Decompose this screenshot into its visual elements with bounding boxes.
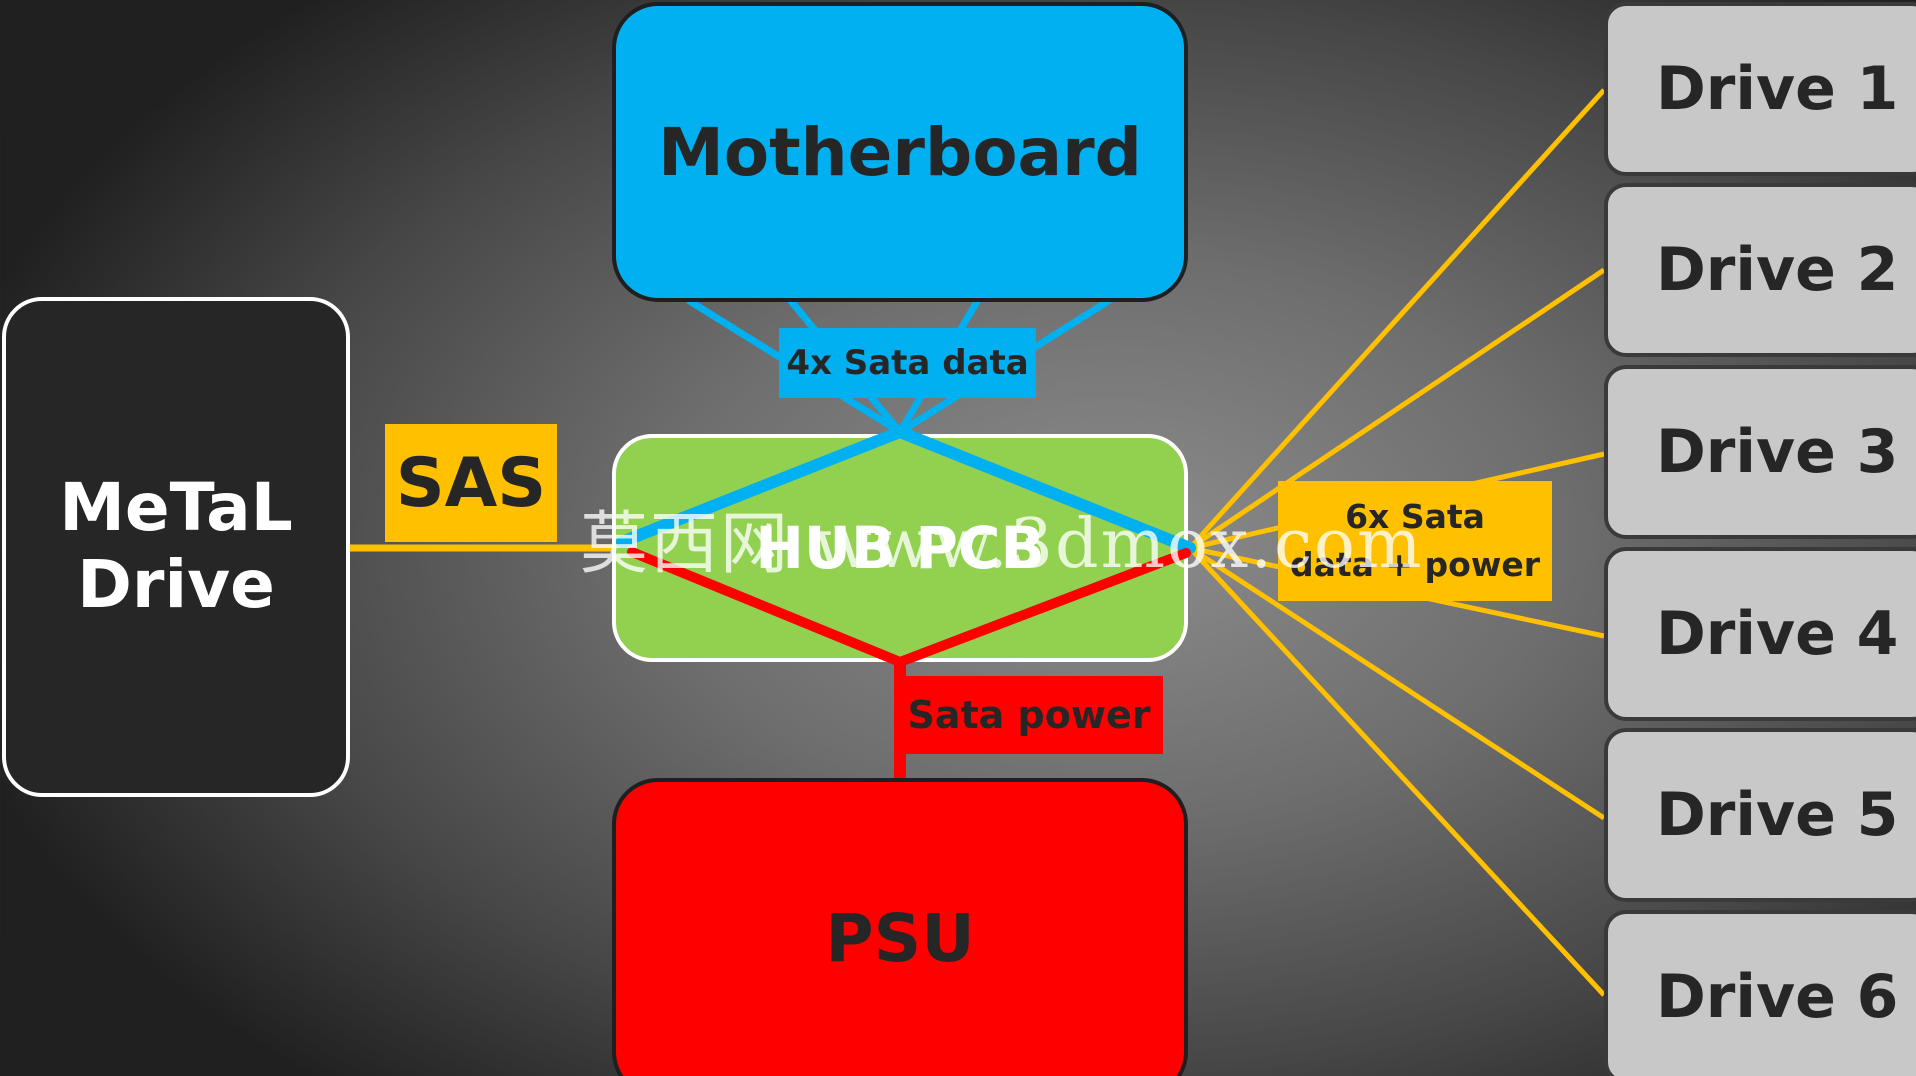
sata-drive-cables-label: 6x Sata data + power [1278, 481, 1552, 601]
drive-5-label: Drive 5 [1656, 780, 1899, 850]
metal-drive-label-line2: Drive [77, 546, 275, 623]
drive-6-label: Drive 6 [1656, 962, 1899, 1032]
drive-3-label: Drive 3 [1656, 417, 1899, 487]
metal-drive-box: MeTaL Drive [2, 297, 350, 797]
drive-5-box: Drive 5 [1604, 728, 1916, 902]
drive-2-label: Drive 2 [1656, 235, 1899, 305]
sata-drive-cables-label-line1: 6x Sata [1345, 497, 1485, 537]
drive-4-box: Drive 4 [1604, 547, 1916, 721]
sas-label-text: SAS [395, 443, 547, 523]
motherboard-label: Motherboard [658, 113, 1142, 191]
drive-3-box: Drive 3 [1604, 365, 1916, 539]
motherboard-box: Motherboard [612, 2, 1188, 302]
psu-box: PSU [612, 778, 1188, 1076]
drive-6-box: Drive 6 [1604, 910, 1916, 1076]
sata-data-label-text: 4x Sata data [786, 343, 1029, 383]
drive-2-box: Drive 2 [1604, 183, 1916, 357]
sata-drive-cables-label-line2: data + power [1290, 545, 1540, 584]
metal-drive-label-line1: MeTaL [59, 469, 293, 547]
drive-1-box: Drive 1 [1604, 2, 1916, 176]
drive-4-label: Drive 4 [1656, 599, 1899, 669]
sata-power-label: Sata power [895, 676, 1163, 754]
sata-power-label-text: Sata power [907, 693, 1151, 737]
psu-label: PSU [825, 899, 975, 977]
watermark-text: 莫西网 www.3dmox.com [580, 505, 1424, 584]
drive-1-label: Drive 1 [1656, 54, 1899, 124]
sata-data-label: 4x Sata data [779, 328, 1036, 398]
sas-label: SAS [385, 424, 557, 542]
